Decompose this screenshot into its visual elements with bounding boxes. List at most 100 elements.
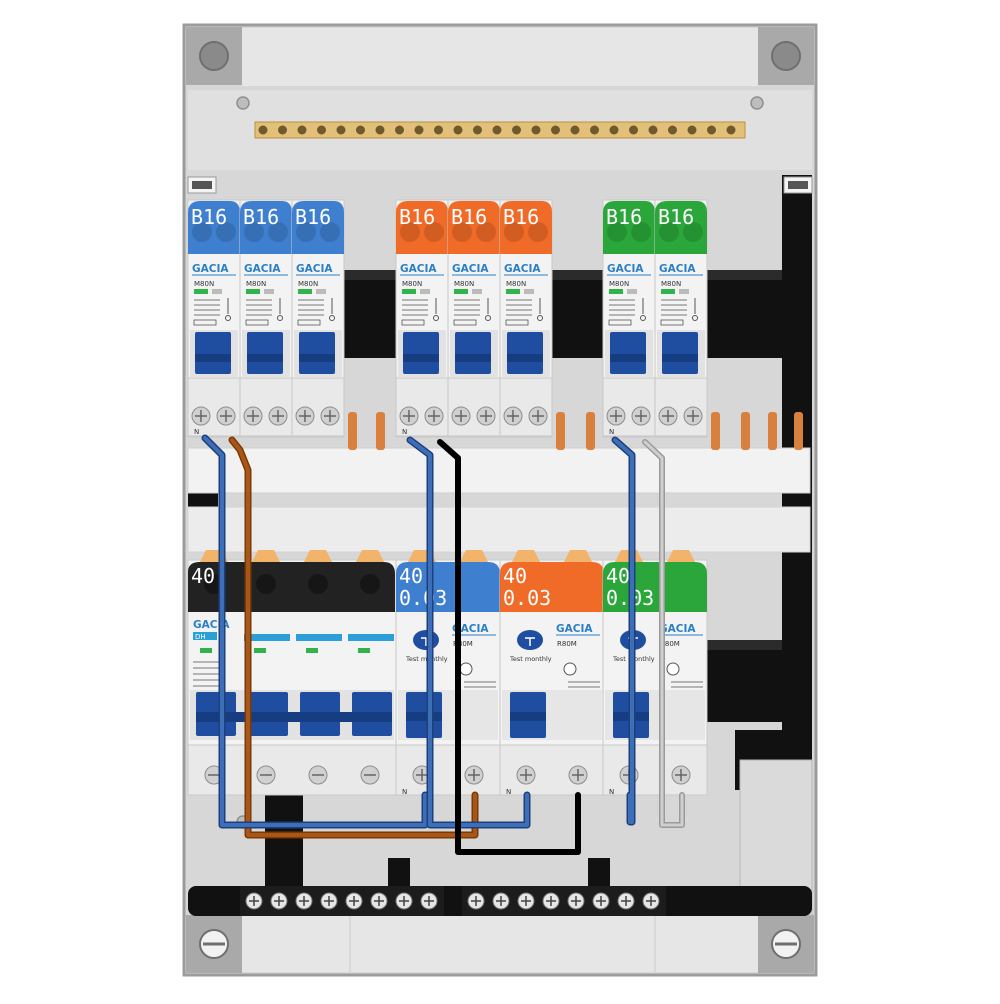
pole-indicator (254, 648, 266, 653)
comb-pin (376, 412, 385, 450)
busbar-hole (687, 125, 697, 135)
spec-box (401, 319, 425, 326)
mcb-toggle-lever (195, 332, 231, 374)
busbar-hole (590, 125, 599, 135)
rcd-sensitivity-label: 0.03 (503, 586, 551, 610)
mcb-brand-label: GACIA (296, 263, 333, 275)
mcb-toggle-lever (610, 332, 646, 374)
mcb-cap (448, 201, 500, 254)
terminal-area (654, 377, 708, 437)
busbar-hole (453, 125, 463, 135)
mcb-model-label: M80N (246, 280, 266, 288)
rcd-model-label: R80M (557, 640, 577, 648)
terminal-area (602, 377, 656, 437)
mcb-rating-label: B16 (658, 205, 694, 229)
lever-grip (662, 354, 698, 362)
symbol-dot (329, 315, 335, 321)
mcb-brand-label: GACIA (607, 263, 644, 275)
mcb-model-label: M80N (194, 280, 214, 288)
busbar-hole (297, 125, 307, 135)
mcb-indicator (454, 289, 468, 294)
busbar-hole (726, 125, 736, 135)
busbar-hole (629, 125, 638, 135)
mcb-indicator (661, 289, 675, 294)
mcb-cap (500, 201, 552, 254)
lever-grip (610, 354, 646, 362)
busbar-hole (668, 125, 677, 135)
busbar-hole (434, 125, 443, 135)
wiring (201, 434, 685, 855)
terminal-area (447, 377, 501, 437)
main-switch-cap (188, 562, 395, 612)
comb-pin (794, 412, 803, 450)
rcd-symbol (666, 662, 680, 676)
mcb-model-label: M80N (506, 280, 526, 288)
mcb-cap-screw (683, 222, 703, 242)
corner-mount-bottom-left (186, 915, 242, 973)
mcb-model-label: M80N (402, 280, 422, 288)
earth-busbar-holes (258, 125, 736, 135)
pole-indicator (200, 648, 212, 653)
terminal-area (187, 377, 241, 437)
busbar-hole (317, 125, 326, 135)
mcb-toggle-lever (662, 332, 698, 374)
mcb-brand-label: GACIA (504, 263, 541, 275)
busbar-hole (531, 125, 541, 135)
mcb-cap-screw (424, 222, 444, 242)
mcb-toggle-lever (247, 332, 283, 374)
neutral-mark: N (609, 428, 614, 436)
terminal-area (395, 377, 449, 437)
mcb-cap-screw (216, 222, 236, 242)
lever-grip (455, 354, 491, 362)
busbar-hole (258, 125, 268, 135)
rcd-symbol (459, 662, 473, 676)
rcd-test-label: Test monthly (405, 655, 448, 663)
symbol-dot (433, 315, 439, 321)
mcb-cap-screw (192, 222, 212, 242)
busbar-hole (278, 125, 287, 135)
terminal-area (291, 377, 345, 437)
mcb-brand-label: GACIA (192, 263, 229, 275)
cap-tab (512, 550, 540, 562)
spec-box (245, 319, 269, 326)
pole-indicator (358, 648, 370, 653)
mcb-toggle-lever (299, 332, 335, 374)
cap-screw (308, 574, 328, 594)
upper-shroud (187, 447, 811, 494)
busbar-comb-pins (348, 412, 803, 450)
mcb-indicator (506, 289, 520, 294)
neutral-mark: N (609, 788, 614, 796)
mcb-cap-screw (320, 222, 340, 242)
pole-indicator (306, 648, 318, 653)
pole-label-strip (244, 634, 290, 641)
spec-box (193, 319, 217, 326)
mcb-mark (524, 289, 534, 294)
comb-pin (348, 412, 357, 450)
terminal-area (499, 744, 605, 796)
mcb-brand-label: GACIA (400, 263, 437, 275)
corner-mount-top-left (186, 27, 242, 85)
comb-pin (711, 412, 720, 450)
busbar-hole (570, 125, 580, 135)
rcd-model-label: R80M (453, 640, 473, 648)
symbol-dot (640, 315, 646, 321)
mcb-rating-label: B16 (295, 205, 331, 229)
lever-grip (510, 712, 546, 721)
mcb-cap-screw (504, 222, 524, 242)
mcb-mark (679, 289, 689, 294)
rcd-model-label: R80M (660, 640, 680, 648)
busbar-hole (473, 125, 482, 135)
terminal-area (602, 744, 708, 796)
